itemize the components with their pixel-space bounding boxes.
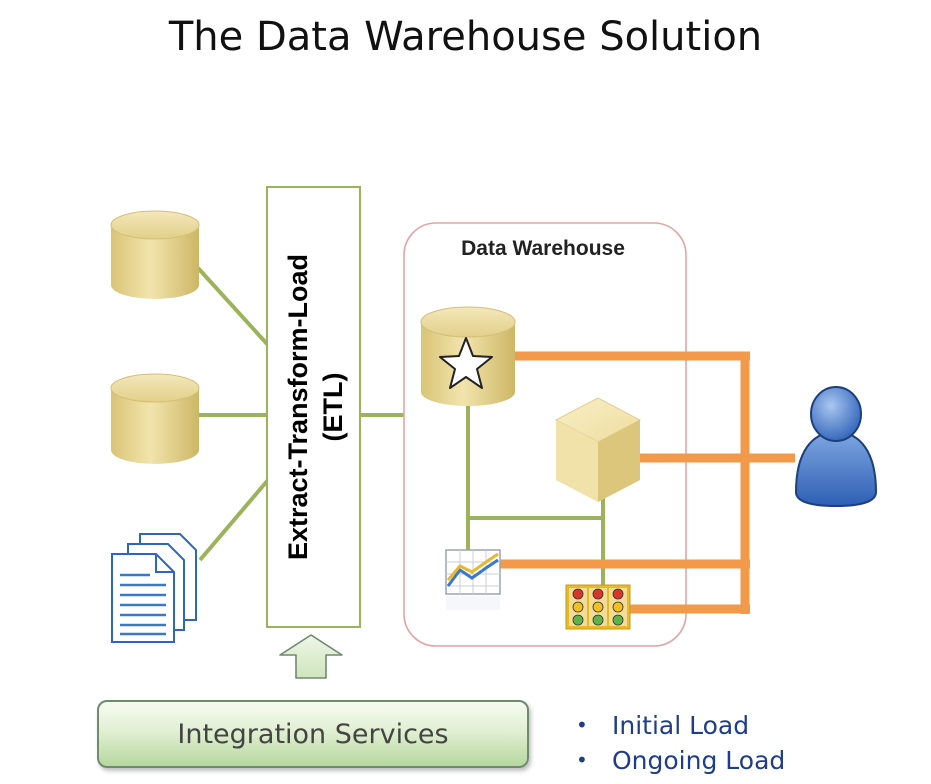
kpi-scorecard-icon xyxy=(565,584,631,630)
etl-label-line2: (ETL) xyxy=(318,373,348,442)
database-icon xyxy=(110,210,200,299)
bullet-ongoing-load: Ongoing Load xyxy=(576,743,785,778)
star-database-icon xyxy=(420,306,516,406)
up-arrow-icon xyxy=(279,634,343,679)
line-chart-icon xyxy=(445,549,501,610)
database-icon xyxy=(110,373,200,464)
etl-box xyxy=(266,186,361,628)
warehouse-connectors xyxy=(466,405,605,590)
bullet-initial-load: Initial Load xyxy=(576,708,785,743)
source-connectors xyxy=(196,266,404,562)
documents-icon xyxy=(111,533,197,643)
page-title: The Data Warehouse Solution xyxy=(168,14,763,60)
user-icon xyxy=(794,386,878,508)
data-warehouse-label: Data Warehouse xyxy=(461,237,625,260)
load-bullet-list: Initial Load Ongoing Load xyxy=(576,708,785,778)
cube-icon xyxy=(554,397,642,502)
etl-label-line1: Extract-Transform-Load xyxy=(283,254,313,560)
integration-services-label: Integration Services xyxy=(177,718,449,750)
integration-services-box: Integration Services xyxy=(97,700,529,768)
consumer-connectors xyxy=(500,351,795,614)
